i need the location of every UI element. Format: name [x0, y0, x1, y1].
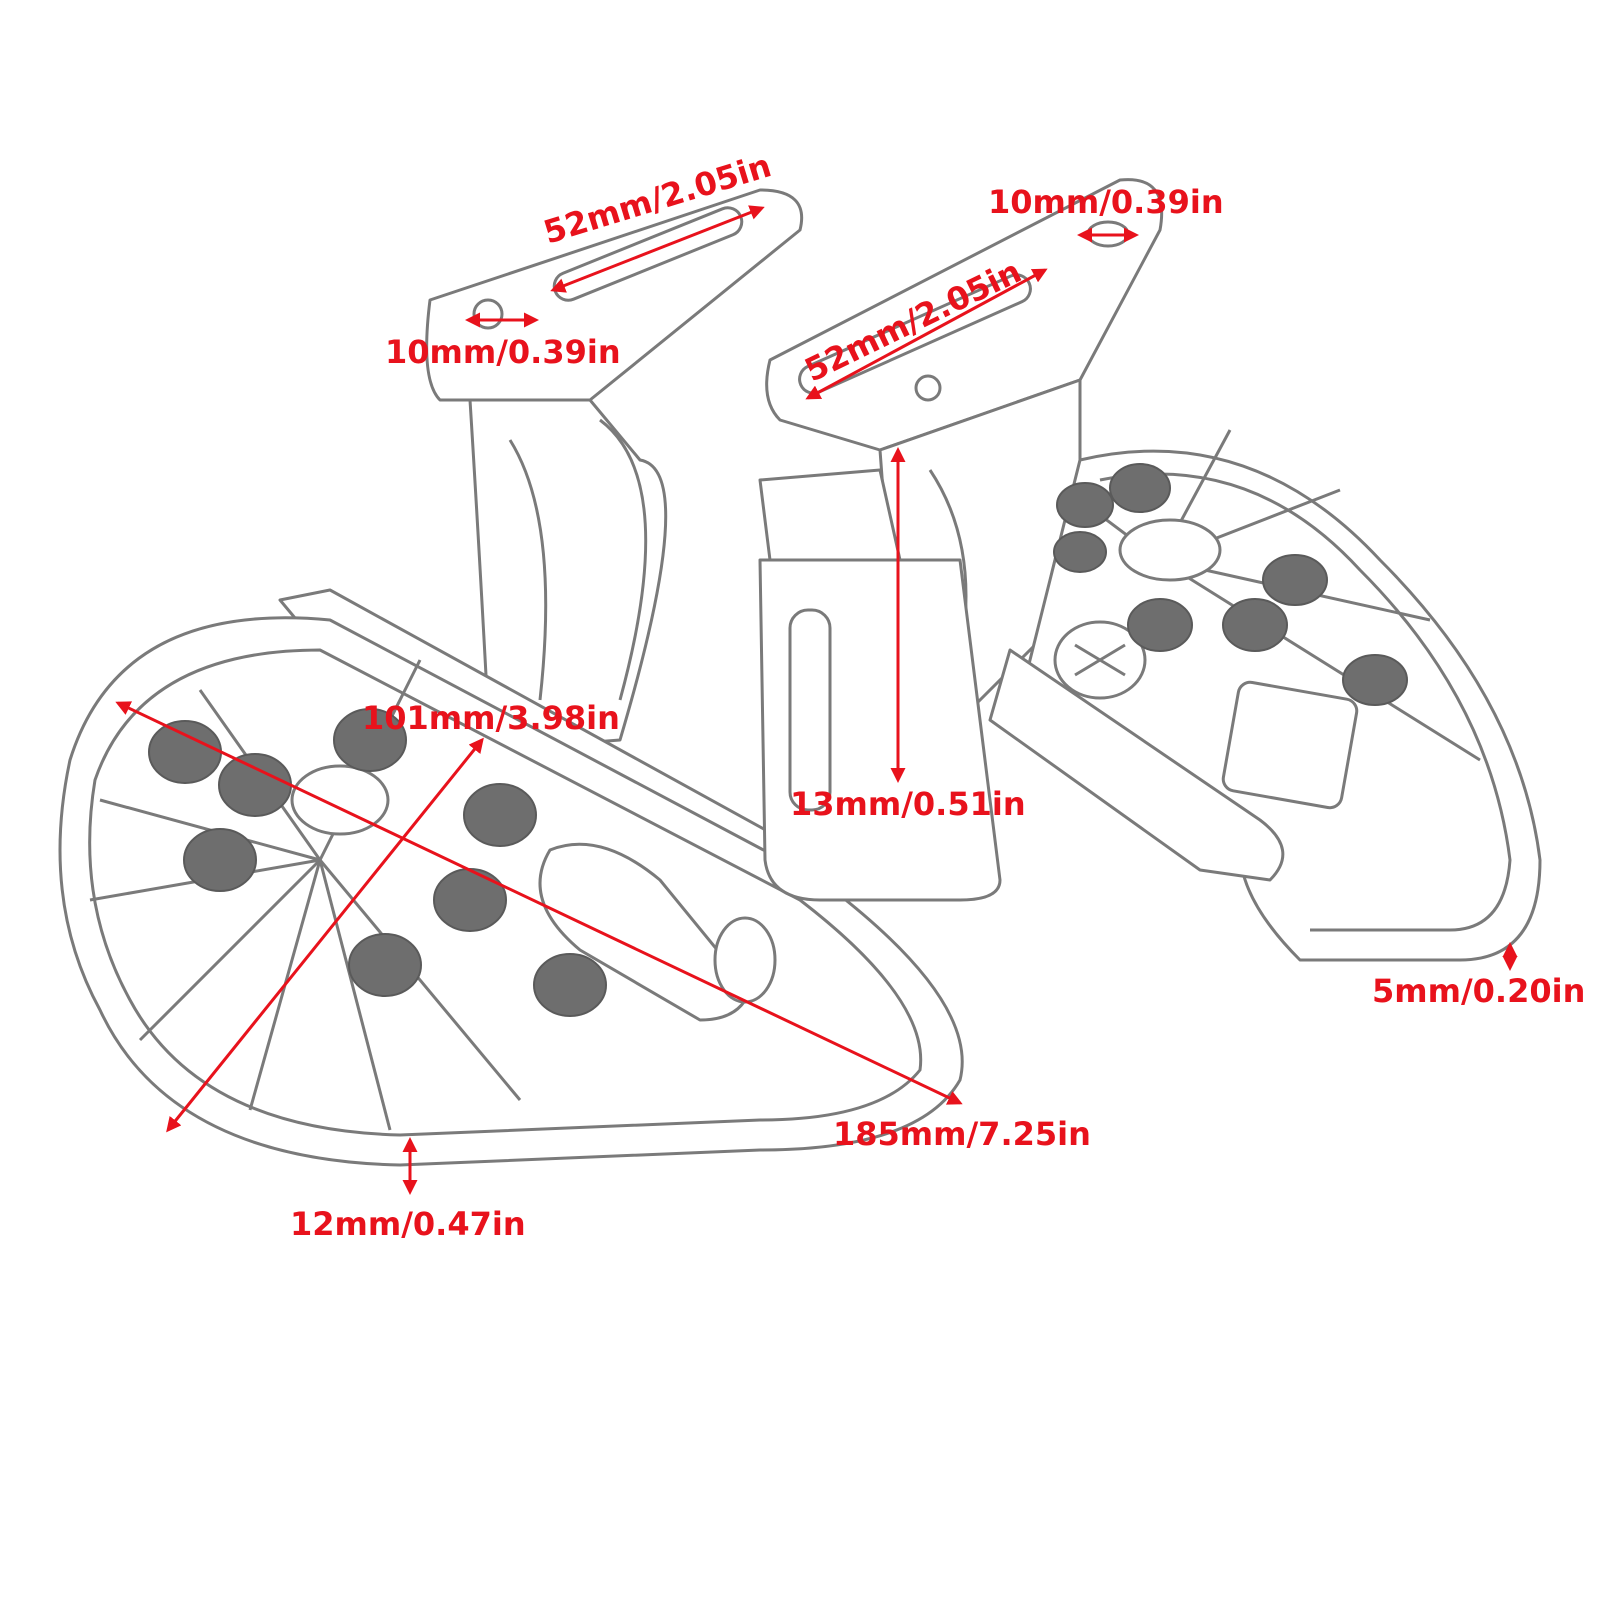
right-board-rail — [988, 648, 1285, 882]
arrow-left-slot — [550, 205, 765, 293]
label-board-width: 101mm/3.98in — [362, 699, 620, 737]
right-rear-block — [758, 468, 902, 562]
label-left-hole-diameter: 10mm/0.39in — [385, 333, 621, 371]
right-floorboard — [758, 178, 1542, 962]
label-right-hole-diameter: 10mm/0.39in — [988, 183, 1224, 221]
right-board-buttons — [1053, 463, 1408, 706]
arrow-right-slot — [805, 268, 1048, 400]
left-mount-hole — [472, 298, 504, 330]
arrow-board-length — [115, 701, 963, 1105]
label-height-offset: 13mm/0.51in — [790, 785, 1026, 823]
label-right-board-thickness: 5mm/0.20in — [1372, 972, 1586, 1010]
label-left-board-thickness: 12mm/0.47in — [290, 1205, 526, 1243]
dimension-arrows — [115, 205, 1518, 1195]
right-board-hub — [1118, 518, 1222, 582]
label-board-length: 185mm/7.25in — [833, 1115, 1091, 1153]
